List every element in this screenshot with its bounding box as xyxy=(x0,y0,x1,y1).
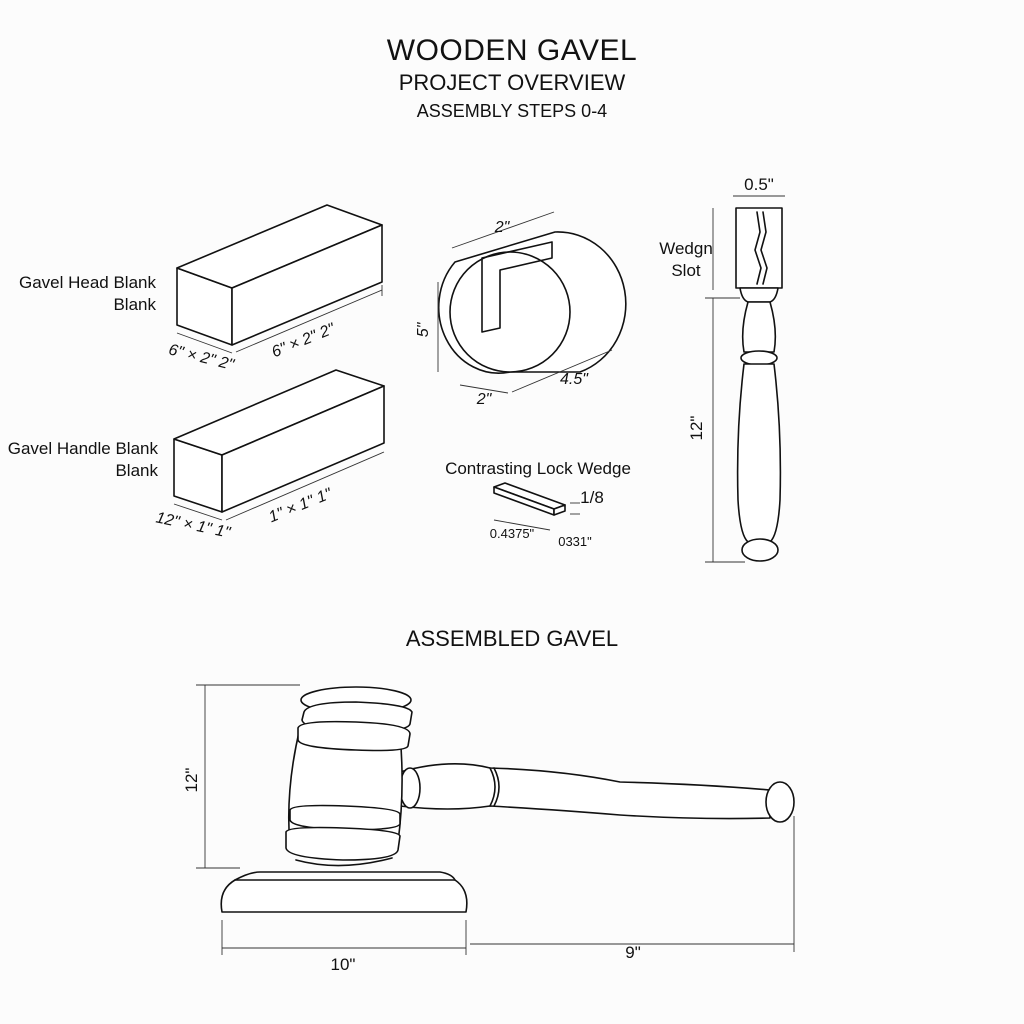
head-blank-dim-length: 6" × 2" 2" xyxy=(269,320,338,361)
handle-blank-label-2: Blank xyxy=(115,461,158,480)
cylinder-dim-length: 4.5" xyxy=(560,371,589,388)
cylinder-dim-height: 5" xyxy=(415,321,432,337)
turned-handle-drawing xyxy=(705,195,785,563)
assembled-gavel-drawing xyxy=(196,684,795,955)
handle-dim-length: 12" xyxy=(687,416,706,441)
assembled-title: ASSEMBLED GAVEL xyxy=(406,626,618,651)
cylinder-dim-top: 2" xyxy=(494,219,511,236)
handle-blank-label: Gavel Handle Blank xyxy=(8,439,159,458)
wedge-dim-width: 0331" xyxy=(558,534,592,549)
slot-label-2: Slot xyxy=(671,261,701,280)
assembled-dim-height: 12" xyxy=(182,768,201,793)
handle-blank-drawing xyxy=(173,369,385,521)
head-cylinder-drawing xyxy=(437,211,627,394)
wedge-drawing xyxy=(493,482,580,531)
head-blank-dim-front: 6" × 2" 2" xyxy=(167,341,237,374)
handle-blank-dim-length: 1" × 1" 1" xyxy=(266,485,335,526)
diagram-steps: ASSEMBLY STEPS 0-4 xyxy=(417,101,607,121)
cylinder-dim-bottom: 2" xyxy=(476,391,493,408)
assembled-dim-handle: 9" xyxy=(625,943,641,962)
diagram-title: WOODEN GAVEL xyxy=(387,34,637,67)
diagram-subtitle: PROJECT OVERVIEW xyxy=(399,70,626,95)
wedge-dim-length: 0.4375" xyxy=(490,526,535,541)
head-blank-label: Gavel Head Blank xyxy=(19,273,157,292)
assembled-dim-base: 10" xyxy=(331,955,356,974)
head-blank-label-2: Blank xyxy=(113,295,156,314)
head-blank-drawing xyxy=(176,204,383,354)
wedge-dim-thickness: 1/8 xyxy=(580,488,604,507)
slot-label: Wedgn xyxy=(659,239,713,258)
wedge-label: Contrasting Lock Wedge xyxy=(445,459,631,478)
handle-blank-dim-front: 12" × 1" 1" xyxy=(154,509,232,542)
handle-dim-top: 0.5" xyxy=(744,175,774,194)
